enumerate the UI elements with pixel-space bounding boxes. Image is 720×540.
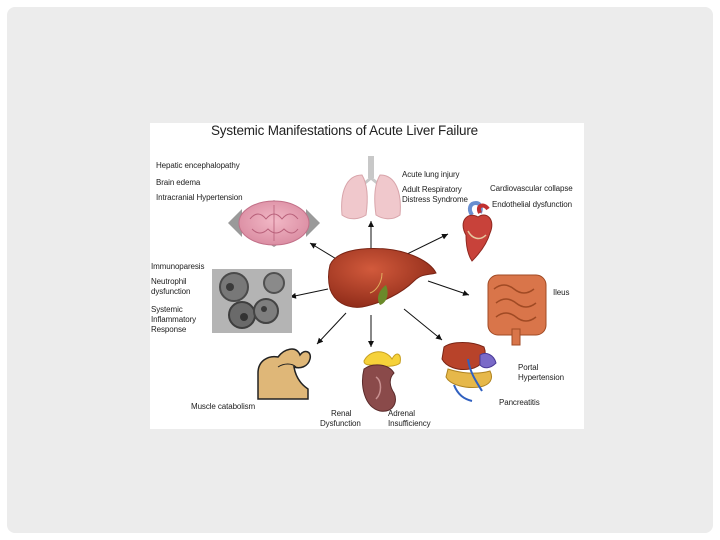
label-renal: Renal bbox=[331, 409, 352, 418]
label-muscle-catabolism: Muscle catabolism bbox=[191, 402, 256, 411]
lungs-icon bbox=[341, 156, 401, 220]
label-response: Response bbox=[151, 325, 187, 334]
label-inflammatory: Inflammatory bbox=[151, 315, 197, 324]
arrows bbox=[289, 221, 470, 347]
heart-icon bbox=[462, 200, 493, 262]
brain-icon bbox=[228, 200, 320, 247]
label-intracranial-hypertension: Intracranial Hypertension bbox=[156, 193, 243, 202]
arrow-to-brain bbox=[309, 242, 339, 261]
arrow-to-pancreas bbox=[403, 308, 443, 341]
label-acute-lung-injury: Acute lung injury bbox=[402, 170, 460, 179]
liver-failure-figure: Systemic Manifestations of Acute Liver F… bbox=[150, 123, 584, 429]
liver-icon bbox=[328, 248, 437, 308]
intestine-icon bbox=[487, 274, 547, 346]
muscle-arm-icon bbox=[257, 348, 312, 400]
label-renal-dysfunction: Dysfunction bbox=[320, 419, 361, 428]
neutrophil-micrograph-icon bbox=[212, 269, 292, 333]
figure-title: Systemic Manifestations of Acute Liver F… bbox=[211, 123, 478, 138]
label-neutrophil: Neutrophil bbox=[151, 277, 187, 286]
label-brain-edema: Brain edema bbox=[156, 178, 201, 187]
label-systemic: Systemic bbox=[151, 305, 183, 314]
label-dysfunction: dysfunction bbox=[151, 287, 191, 296]
arrow-to-intestine bbox=[427, 280, 470, 296]
label-adrenal: Adrenal bbox=[388, 409, 415, 418]
pancreas-portal-icon bbox=[441, 342, 497, 402]
label-portal: Portal bbox=[518, 363, 539, 372]
label-ileus: Ileus bbox=[553, 288, 570, 297]
label-hypertension: Hypertension bbox=[518, 373, 564, 382]
arrow-to-neutrophils bbox=[289, 288, 329, 299]
label-adult-respiratory: Adult Respiratory bbox=[402, 185, 462, 194]
label-distress-syndrome: Distress Syndrome bbox=[402, 195, 468, 204]
label-endothelial-dysfunction: Endothelial dysfunction bbox=[492, 200, 572, 209]
figure-artwork bbox=[212, 156, 547, 412]
label-insufficiency: Insufficiency bbox=[388, 419, 431, 428]
arrow-to-muscle bbox=[316, 312, 347, 345]
arrow-to-heart bbox=[400, 233, 449, 258]
kidney-adrenal-icon bbox=[362, 351, 401, 412]
slide-background: Systemic Manifestations of Acute Liver F… bbox=[7, 7, 713, 533]
label-immunoparesis: Immunoparesis bbox=[151, 262, 205, 271]
label-hepatic-encephalopathy: Hepatic encephalopathy bbox=[156, 161, 240, 170]
label-cardiovascular-collapse: Cardiovascular collapse bbox=[490, 184, 573, 193]
label-pancreatitis: Pancreatitis bbox=[499, 398, 540, 407]
